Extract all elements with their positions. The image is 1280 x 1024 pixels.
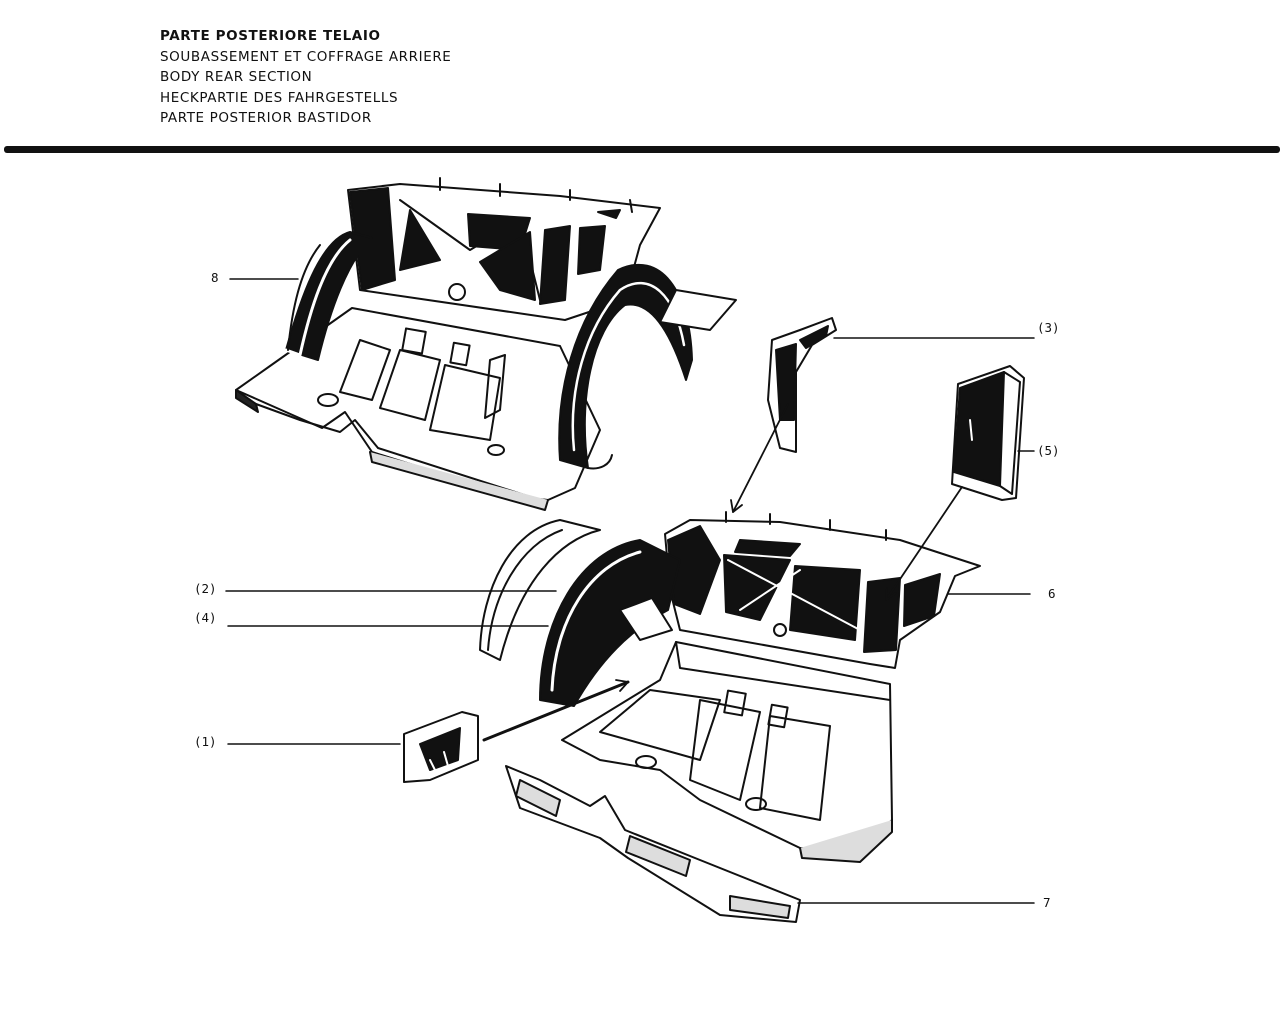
title-italian: PARTE POSTERIORE TELAIO [160, 28, 381, 44]
title-english: BODY REAR SECTION [160, 69, 313, 85]
part-7-crossmember [505, 765, 801, 923]
callout-4: (4) [194, 610, 217, 625]
title-german: HECKPARTIE DES FAHRGESTELLS [160, 89, 399, 106]
callout-7: 7 [1043, 895, 1051, 910]
lower-floor-pan [561, 641, 893, 863]
assembly-arrows [482, 403, 963, 742]
title-french: SOUBASSEMENT ET COFFRAGE ARRIERE [160, 48, 452, 65]
part-4-inner-wheel-arch [539, 539, 681, 707]
part-5-panel [951, 365, 1025, 501]
part-3-bracket [767, 317, 837, 453]
leader-lines [225, 278, 1035, 904]
callout-5: (5) [1037, 443, 1060, 458]
callout-2: (2) [194, 581, 217, 596]
part-2-outer-wheel-arch [479, 519, 601, 661]
title-spanish: PARTE POSTERIOR BASTIDOR [160, 110, 372, 126]
callout-1: (1) [194, 734, 217, 749]
callout-8: 8 [211, 270, 219, 285]
title-block: PARTE POSTERIORE TELAIO SOUBASSEMENT ET … [160, 26, 451, 129]
part-6-bulkhead [664, 511, 981, 669]
callout-3: (3) [1037, 320, 1060, 335]
assembled-rear-section [235, 177, 737, 511]
header-rule [4, 146, 1280, 153]
callout-6: 6 [1048, 586, 1056, 601]
part-1-bracket [403, 711, 479, 783]
